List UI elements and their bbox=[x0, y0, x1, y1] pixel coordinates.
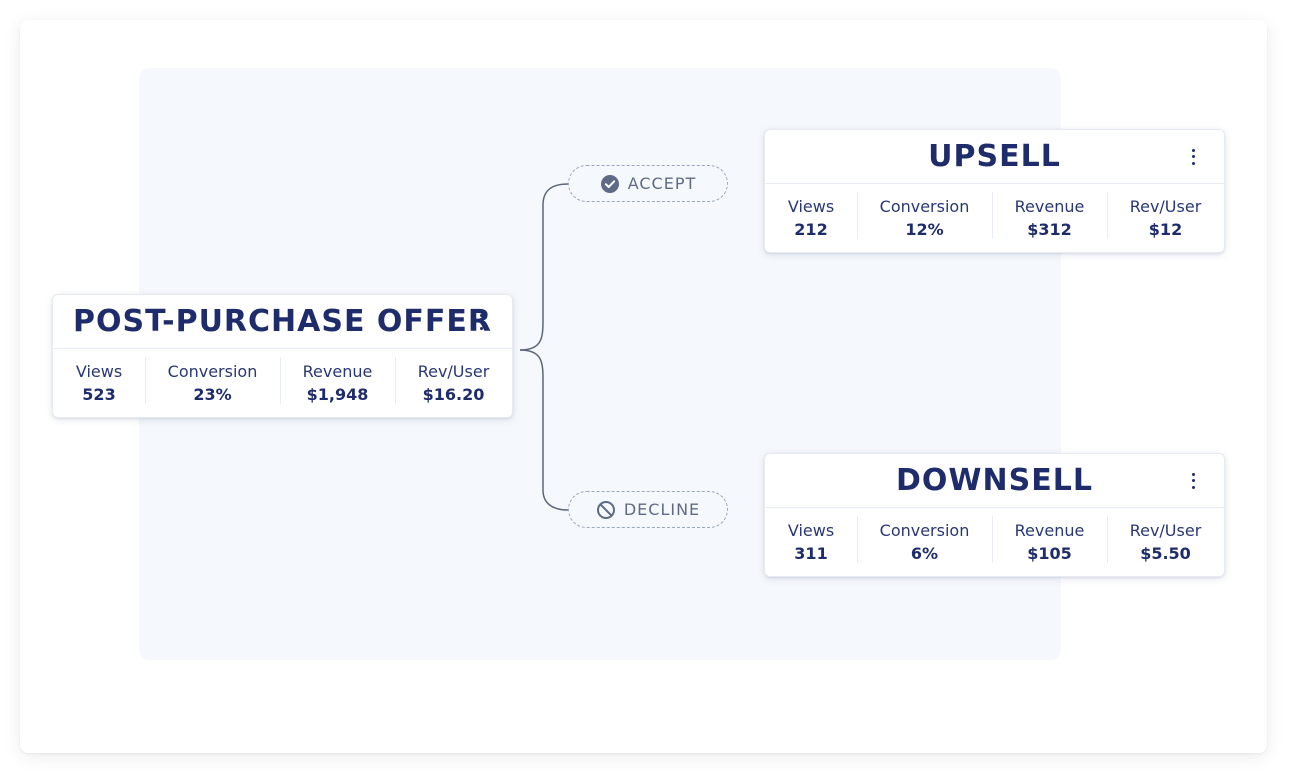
stat-rev-per-user: Rev/User $5.50 bbox=[1107, 508, 1224, 577]
node-title: UPSELL bbox=[928, 139, 1061, 174]
node-title: DOWNSELL bbox=[896, 463, 1093, 498]
stat-views: Views 311 bbox=[765, 508, 857, 577]
stat-value: $312 bbox=[1027, 219, 1072, 239]
more-vertical-icon[interactable] bbox=[476, 313, 486, 330]
stat-label: Conversion bbox=[167, 361, 258, 381]
stat-revenue: Revenue $312 bbox=[992, 184, 1107, 253]
stat-label: Rev/User bbox=[417, 361, 490, 381]
stat-label: Conversion bbox=[879, 196, 970, 216]
stat-conversion: Conversion 12% bbox=[857, 184, 992, 253]
check-circle-icon bbox=[600, 174, 619, 193]
more-vertical-icon[interactable] bbox=[1188, 472, 1198, 489]
node-stats: Views 311 Conversion 6% Revenue $105 Rev… bbox=[765, 508, 1224, 577]
stat-label: Rev/User bbox=[1129, 520, 1202, 540]
stat-label: Conversion bbox=[879, 520, 970, 540]
ban-icon bbox=[596, 500, 615, 519]
node-header: UPSELL bbox=[765, 130, 1224, 184]
stat-value: 212 bbox=[794, 219, 828, 239]
node-post-purchase-offer[interactable]: POST-PURCHASE OFFER Views 523 Conversion… bbox=[52, 294, 513, 418]
branch-accept[interactable]: ACCEPT bbox=[568, 165, 728, 202]
stat-value: 23% bbox=[193, 384, 232, 404]
stat-label: Views bbox=[75, 361, 123, 381]
stat-value: 6% bbox=[910, 543, 939, 563]
stat-label: Rev/User bbox=[1129, 196, 1202, 216]
node-header: POST-PURCHASE OFFER bbox=[53, 295, 512, 349]
stat-conversion: Conversion 6% bbox=[857, 508, 992, 577]
branch-decline[interactable]: DECLINE bbox=[568, 491, 728, 528]
more-vertical-icon[interactable] bbox=[1188, 148, 1198, 165]
branch-decline-label: DECLINE bbox=[623, 500, 701, 519]
stat-label: Views bbox=[787, 520, 835, 540]
node-header: DOWNSELL bbox=[765, 454, 1224, 508]
stat-value: 311 bbox=[794, 543, 828, 563]
stat-views: Views 212 bbox=[765, 184, 857, 253]
stat-value: $5.50 bbox=[1140, 543, 1191, 563]
stat-value: $1,948 bbox=[306, 384, 369, 404]
stat-views: Views 523 bbox=[53, 349, 145, 418]
node-downsell[interactable]: DOWNSELL Views 311 Conversion 6% Revenue… bbox=[764, 453, 1225, 577]
stat-value: $16.20 bbox=[422, 384, 485, 404]
stat-value: 12% bbox=[905, 219, 944, 239]
branch-accept-label: ACCEPT bbox=[627, 174, 697, 193]
stat-label: Revenue bbox=[1014, 196, 1085, 216]
stat-rev-per-user: Rev/User $16.20 bbox=[395, 349, 512, 418]
node-stats: Views 212 Conversion 12% Revenue $312 Re… bbox=[765, 184, 1224, 253]
stat-label: Revenue bbox=[302, 361, 373, 381]
stat-conversion: Conversion 23% bbox=[145, 349, 280, 418]
stat-label: Views bbox=[787, 196, 835, 216]
node-title: POST-PURCHASE OFFER bbox=[72, 304, 493, 339]
stat-revenue: Revenue $1,948 bbox=[280, 349, 395, 418]
stat-revenue: Revenue $105 bbox=[992, 508, 1107, 577]
stat-rev-per-user: Rev/User $12 bbox=[1107, 184, 1224, 253]
stat-value: 523 bbox=[82, 384, 116, 404]
node-stats: Views 523 Conversion 23% Revenue $1,948 … bbox=[53, 349, 512, 418]
stat-value: $105 bbox=[1027, 543, 1072, 563]
node-upsell[interactable]: UPSELL Views 212 Conversion 12% Revenue … bbox=[764, 129, 1225, 253]
stat-label: Revenue bbox=[1014, 520, 1085, 540]
stat-value: $12 bbox=[1148, 219, 1183, 239]
